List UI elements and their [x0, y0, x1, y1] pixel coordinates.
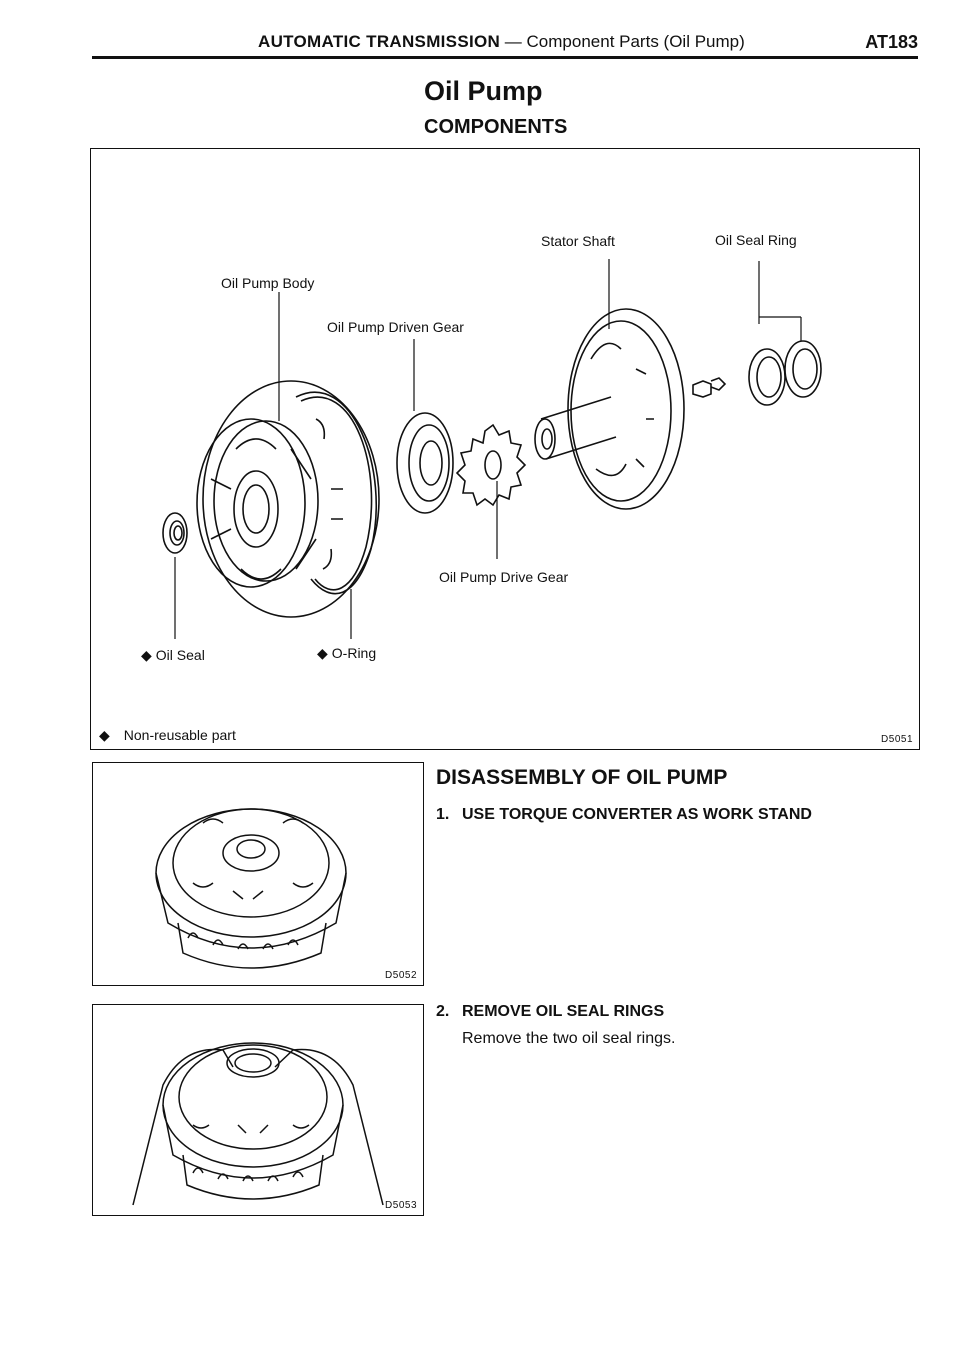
step-2-title: 2. REMOVE OIL SEAL RINGS: [436, 1003, 664, 1021]
header-subsection: Component Parts (Oil Pump): [526, 32, 745, 51]
non-reusable-diamond-icon: ◆: [317, 645, 328, 661]
page-number: AT183: [865, 32, 918, 52]
bolt-drawing: [692, 377, 727, 398]
step-2-body: Remove the two oil seal rings.: [462, 1030, 676, 1047]
step-2-number: 2.: [436, 1003, 450, 1020]
label-oil-seal: ◆Oil Seal: [141, 647, 205, 664]
oil-seal-rings-drawing: [748, 340, 822, 406]
step-1-figure-code: D5052: [385, 970, 417, 981]
step-1-title: 1. USE TORQUE CONVERTER AS WORK STAND: [436, 806, 812, 824]
components-figure: Stator Shaft Oil Seal Ring Oil Pump Body…: [90, 148, 920, 750]
legend-text: Non-reusable part: [123, 727, 236, 743]
drive-gear-drawing: [455, 423, 527, 507]
step-2-heading: REMOVE OIL SEAL RINGS: [462, 1003, 665, 1020]
label-stator-shaft: Stator Shaft: [541, 233, 615, 249]
step-1-number: 1.: [436, 806, 450, 823]
disassembly-title: DISASSEMBLY OF OIL PUMP: [436, 766, 728, 789]
oil-seal-text: Oil Seal: [155, 647, 205, 663]
oil-pump-body-drawing: [196, 380, 380, 618]
exploded-view-illustration: [162, 259, 822, 639]
step-2-figure: D5053: [92, 1004, 424, 1216]
o-ring-text: O-Ring: [331, 645, 377, 661]
figure-code: D5051: [881, 734, 913, 745]
header-separator: —: [500, 32, 527, 51]
label-driven-gear: Oil Pump Driven Gear: [327, 319, 464, 335]
non-reusable-diamond-icon: ◆: [141, 647, 152, 663]
remove-seal-rings-illustration: [132, 1042, 384, 1206]
o-ring-drawing: [295, 391, 378, 595]
page-subtitle: COMPONENTS: [424, 116, 568, 138]
page-header: AUTOMATIC TRANSMISSION — Component Parts…: [92, 30, 918, 59]
step-1-figure: D5052: [92, 762, 424, 986]
step-2-figure-code: D5053: [385, 1200, 417, 1211]
oil-seal-drawing: [162, 512, 188, 554]
label-drive-gear: Oil Pump Drive Gear: [439, 569, 569, 585]
step-1-heading: USE TORQUE CONVERTER AS WORK STAND: [462, 806, 812, 823]
stator-shaft-drawing: [534, 308, 685, 510]
legend-non-reusable: ◆ Non-reusable part: [99, 727, 236, 744]
label-oil-seal-ring: Oil Seal Ring: [715, 232, 797, 248]
page-title: Oil Pump: [424, 76, 543, 106]
torque-converter-work-stand-illustration: [155, 808, 347, 969]
leader-lines: [174, 259, 802, 639]
header-section: AUTOMATIC TRANSMISSION: [258, 32, 501, 51]
driven-gear-drawing: [396, 412, 454, 514]
label-o-ring: ◆O-Ring: [317, 645, 376, 662]
label-oil-pump-body: Oil Pump Body: [221, 275, 315, 291]
header-title: AUTOMATIC TRANSMISSION — Component Parts…: [258, 32, 745, 52]
non-reusable-diamond-icon: ◆: [99, 727, 110, 743]
